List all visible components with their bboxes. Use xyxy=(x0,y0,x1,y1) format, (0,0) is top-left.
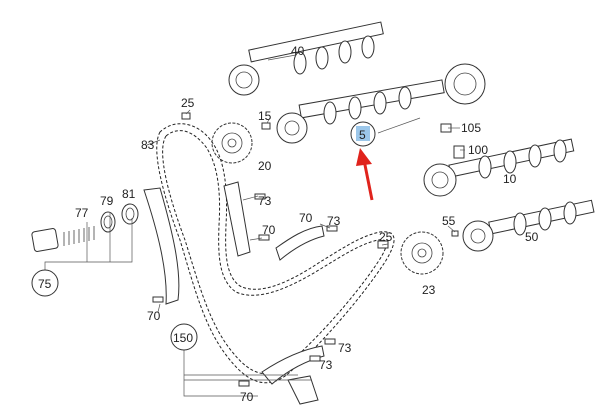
callout-75: 75 xyxy=(38,277,52,291)
callout-70-center: 70 xyxy=(262,223,276,237)
callout-25-top: 25 xyxy=(181,96,195,110)
callout-105: 105 xyxy=(461,121,481,135)
callout-23: 23 xyxy=(422,283,436,297)
camshaft-40 xyxy=(228,21,384,96)
callout-73-mid: 73 xyxy=(327,214,341,228)
tensioner-rail-right xyxy=(275,225,325,261)
callout-77: 77 xyxy=(75,206,89,220)
callout-70-bottom: 70 xyxy=(240,390,254,404)
callout-55: 55 xyxy=(442,214,456,228)
chain-guide-center xyxy=(223,181,251,257)
callout-15: 15 xyxy=(258,109,272,123)
camshaft-50 xyxy=(462,199,595,252)
callout-73-lower-b: 73 xyxy=(319,358,333,372)
callout-81: 81 xyxy=(122,187,136,201)
red-pointer-arrow xyxy=(356,148,374,201)
callout-73-lower-a: 73 xyxy=(338,341,352,355)
camshaft-10 xyxy=(423,138,575,197)
leader-lines xyxy=(44,54,465,397)
callout-150: 150 xyxy=(173,331,193,345)
chain-tensioner-assembly xyxy=(31,203,139,252)
callout-40: 40 xyxy=(291,44,305,58)
sprocket-20 xyxy=(211,122,253,164)
callout-73-upper: 73 xyxy=(258,194,272,208)
callout-labels: 40 25 15 83 20 5 105 100 10 73 73 73 73 … xyxy=(38,44,539,404)
callout-5: 5 xyxy=(359,128,366,142)
callout-20: 20 xyxy=(258,159,272,173)
sprocket-23 xyxy=(400,231,444,275)
callout-70-left: 70 xyxy=(147,309,161,323)
callout-50: 50 xyxy=(525,230,539,244)
chain-guide-left xyxy=(143,187,180,305)
callout-70-upper: 70 xyxy=(299,211,313,225)
callout-10: 10 xyxy=(503,172,517,186)
camshaft-5 xyxy=(276,63,486,144)
highlight-part-5 xyxy=(350,121,376,147)
callout-83: 83 xyxy=(141,138,155,152)
callout-100: 100 xyxy=(468,143,488,157)
tensioner-rail-bottom xyxy=(261,345,325,405)
callout-circles xyxy=(31,269,198,351)
callout-79: 79 xyxy=(100,194,114,208)
callout-25-lower: 25 xyxy=(379,230,393,244)
